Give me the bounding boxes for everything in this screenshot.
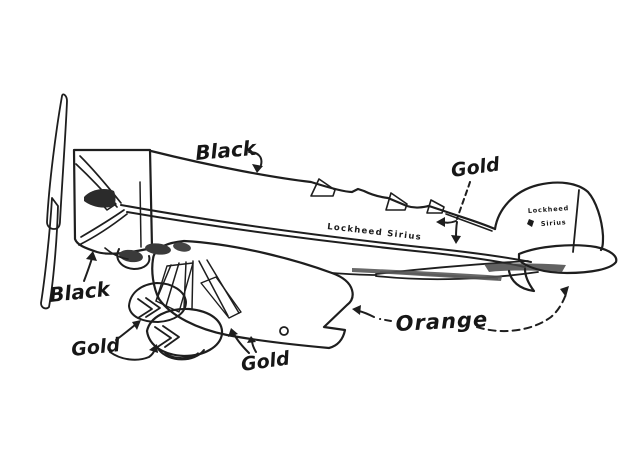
fin-logo-mark [527, 219, 534, 227]
rudder-hinge-line [572, 189, 580, 253]
callout-arrowhead [247, 336, 256, 343]
propeller-spinner [84, 189, 116, 208]
far-wing-shading [379, 271, 499, 280]
tail-fin: Lockheed Sirius [493, 181, 605, 253]
callout-arrow [233, 333, 250, 354]
chevron-trim [162, 325, 180, 348]
callout-arrow [476, 293, 567, 333]
callout-arrow [248, 151, 263, 166]
fin-lettering-line2: Sirius [541, 218, 567, 228]
chevron-trim [145, 297, 161, 318]
callout-label: Black [194, 136, 258, 165]
fuselage-stripe [120, 204, 532, 263]
headrest-fairing [426, 199, 445, 214]
callout-label: Orange [395, 307, 489, 336]
callout-arrowhead [560, 286, 569, 297]
callout-arrow [456, 181, 471, 220]
callout-arrowhead [86, 251, 97, 261]
chevron-trim [137, 298, 153, 319]
callout-arrowhead [228, 328, 238, 337]
far-wing-and-belly [331, 260, 566, 281]
callout-arrowhead [132, 320, 141, 330]
propeller-blade-lower [40, 197, 59, 310]
callout-arrowhead [352, 305, 361, 315]
chevron-trim [154, 326, 172, 349]
wing-filler-cap [279, 326, 289, 336]
cockpit-windscreens [310, 178, 445, 214]
callout-arrowhead [451, 235, 461, 244]
callout-arrowhead [252, 164, 263, 173]
callout-black-propeller: Black [48, 251, 113, 307]
wheel [164, 352, 199, 359]
callout-arrow [379, 318, 392, 322]
horizontal-stabilizer [517, 244, 618, 275]
callout-arrow [83, 257, 93, 282]
wheel-pant-near [145, 307, 224, 361]
far-stabilizer-shading [484, 263, 566, 272]
callout-black-fuselage: Black [194, 136, 263, 173]
fuselage-lettering: Lockheed Sirius [327, 222, 423, 243]
fuselage-stripe [126, 211, 526, 268]
windscreen-rear [385, 192, 408, 211]
windscreen-front [310, 178, 336, 197]
callout-arrowhead [436, 217, 445, 227]
propeller [40, 93, 116, 310]
callout-label: Gold [70, 334, 121, 361]
tail-skid [507, 267, 536, 293]
fuselage [120, 149, 532, 268]
callout-arrow [358, 310, 375, 318]
callout-arrow [115, 324, 136, 341]
wheel [158, 349, 205, 361]
propeller-blade-upper [46, 93, 68, 230]
callout-label: Gold [450, 153, 502, 182]
engine-exhaust [104, 242, 191, 270]
callout-label: Black [48, 277, 113, 307]
callout-arrowhead [149, 344, 158, 353]
callout-orange: Orange [352, 286, 569, 336]
callout-gold-wheel-pants: Gold [70, 320, 158, 361]
fin-lettering-line1: Lockheed [528, 204, 570, 215]
wing [151, 239, 354, 350]
wheel-pant-far [128, 282, 187, 323]
